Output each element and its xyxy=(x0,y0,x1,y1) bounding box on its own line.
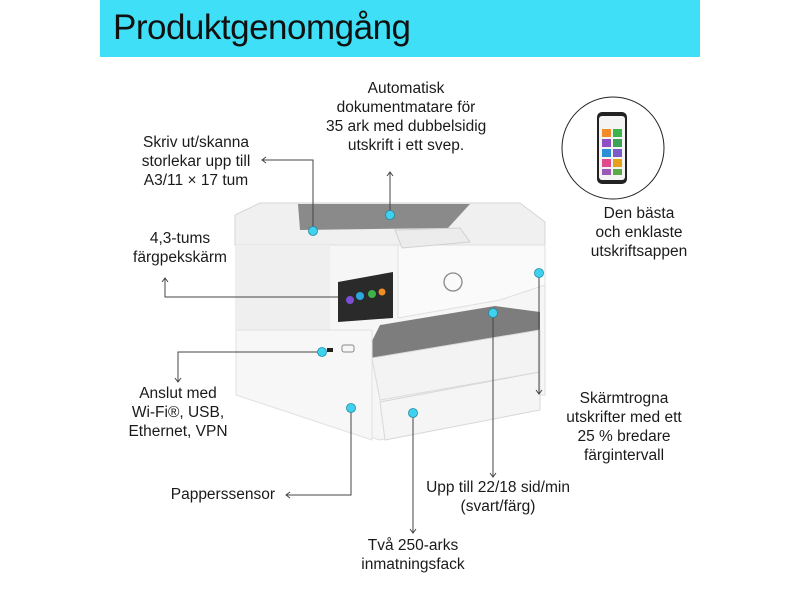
callout-line: Skriv ut/skanna xyxy=(143,134,249,151)
callout-dots xyxy=(308,210,544,418)
callout-connectivity: Anslut med Wi-Fi®, USB, Ethernet, VPN xyxy=(123,384,233,441)
callout-color-range: Skärmtrogna utskrifter med ett 25 % bred… xyxy=(559,389,689,465)
callout-line: A3/11 × 17 tum xyxy=(143,172,249,189)
callout-speed: Upp till 22/18 sid/min (svart/färg) xyxy=(418,478,578,516)
callout-line: inmatningsfack xyxy=(361,556,465,573)
callout-line: Ethernet, VPN xyxy=(128,423,228,440)
callout-line: Automatisk xyxy=(367,80,445,97)
callout-line: Anslut med xyxy=(139,385,217,402)
callout-line: och enklaste xyxy=(595,224,683,241)
callout-scan-size: Skriv ut/skanna storlekar upp till A3/11… xyxy=(136,133,256,190)
callout-line: Papperssensor xyxy=(170,486,275,503)
callout-adf: Automatisk dokumentmatare för 35 ark med… xyxy=(326,79,486,155)
callout-line: (svart/färg) xyxy=(460,498,536,515)
callout-lines xyxy=(161,156,543,534)
callout-line: 35 ark med dubbelsidig xyxy=(326,118,487,135)
callout-line: 25 % bredare xyxy=(577,428,671,445)
callout-line: Wi-Fi®, USB, xyxy=(131,404,225,421)
callout-line: storlekar upp till xyxy=(141,153,251,170)
title-banner: Produktgenomgång xyxy=(100,0,700,57)
callout-line: dokumentmatare för xyxy=(336,99,476,116)
callout-app: Den bästa och enklaste utskriftsappen xyxy=(579,204,699,261)
callout-line: Upp till 22/18 sid/min xyxy=(426,479,570,496)
callout-line: färgpekskärm xyxy=(133,249,227,266)
callout-line: 4,3-tums xyxy=(149,230,211,247)
callout-touchscreen: 4,3-tums färgpekskärm xyxy=(120,229,240,267)
printer-body xyxy=(234,202,546,441)
callout-line: utskriftsappen xyxy=(590,243,688,260)
callout-trays: Två 250-arks inmatningsfack xyxy=(353,536,473,574)
callout-line: Den bästa xyxy=(603,205,675,222)
page-title: Produktgenomgång xyxy=(113,8,411,47)
callout-paper-sensor: Papperssensor xyxy=(150,485,275,504)
callout-line: Skärmtrogna xyxy=(579,390,669,407)
callout-line: utskrift i ett svep. xyxy=(347,137,465,154)
callout-line: färgintervall xyxy=(583,447,665,464)
phone-app-illustration xyxy=(561,96,665,200)
callout-line: utskrifter med ett xyxy=(566,409,682,426)
callout-line: Två 250-arks xyxy=(367,537,459,554)
